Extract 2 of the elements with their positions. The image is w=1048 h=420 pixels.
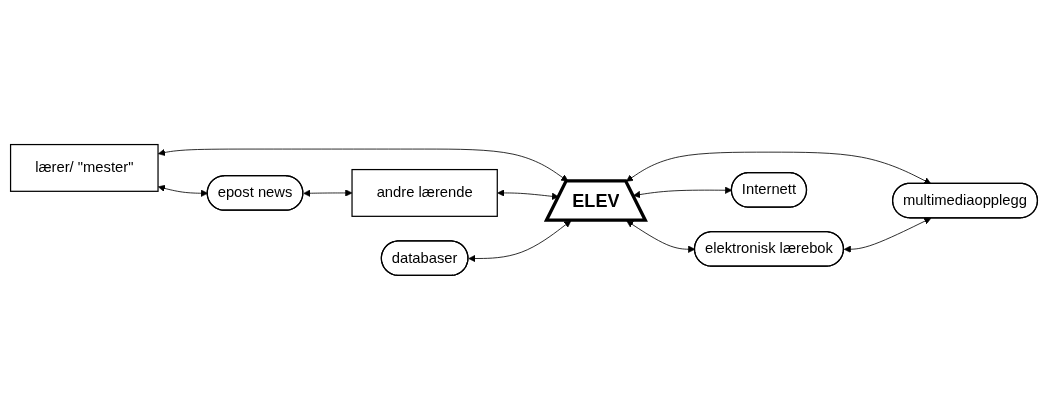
node-box: lærer/ "mester" (9, 143, 159, 192)
node-box: andre lærende (351, 169, 498, 217)
